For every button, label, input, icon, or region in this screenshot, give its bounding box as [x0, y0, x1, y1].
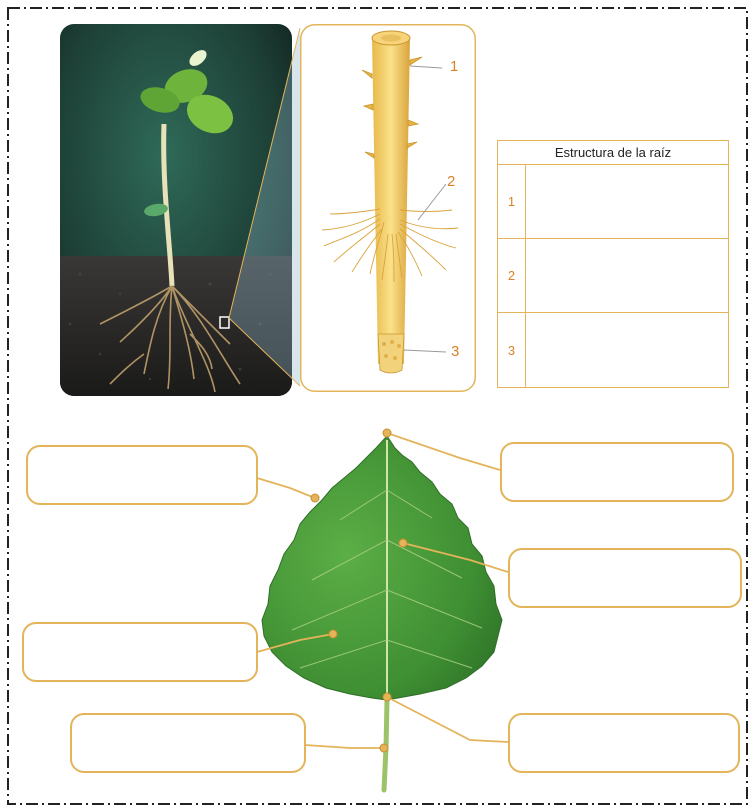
leaf-label-box-middle-left[interactable]	[22, 622, 258, 682]
leaf-label-box-top-left[interactable]	[26, 445, 258, 505]
leaf-label-box-bottom-left[interactable]	[70, 713, 306, 773]
leaf-label-box-bottom-right[interactable]	[508, 713, 740, 773]
leaf-label-box-top-right[interactable]	[500, 442, 734, 502]
leaf-label-box-middle-right[interactable]	[508, 548, 742, 608]
leaf-blade	[262, 436, 502, 700]
